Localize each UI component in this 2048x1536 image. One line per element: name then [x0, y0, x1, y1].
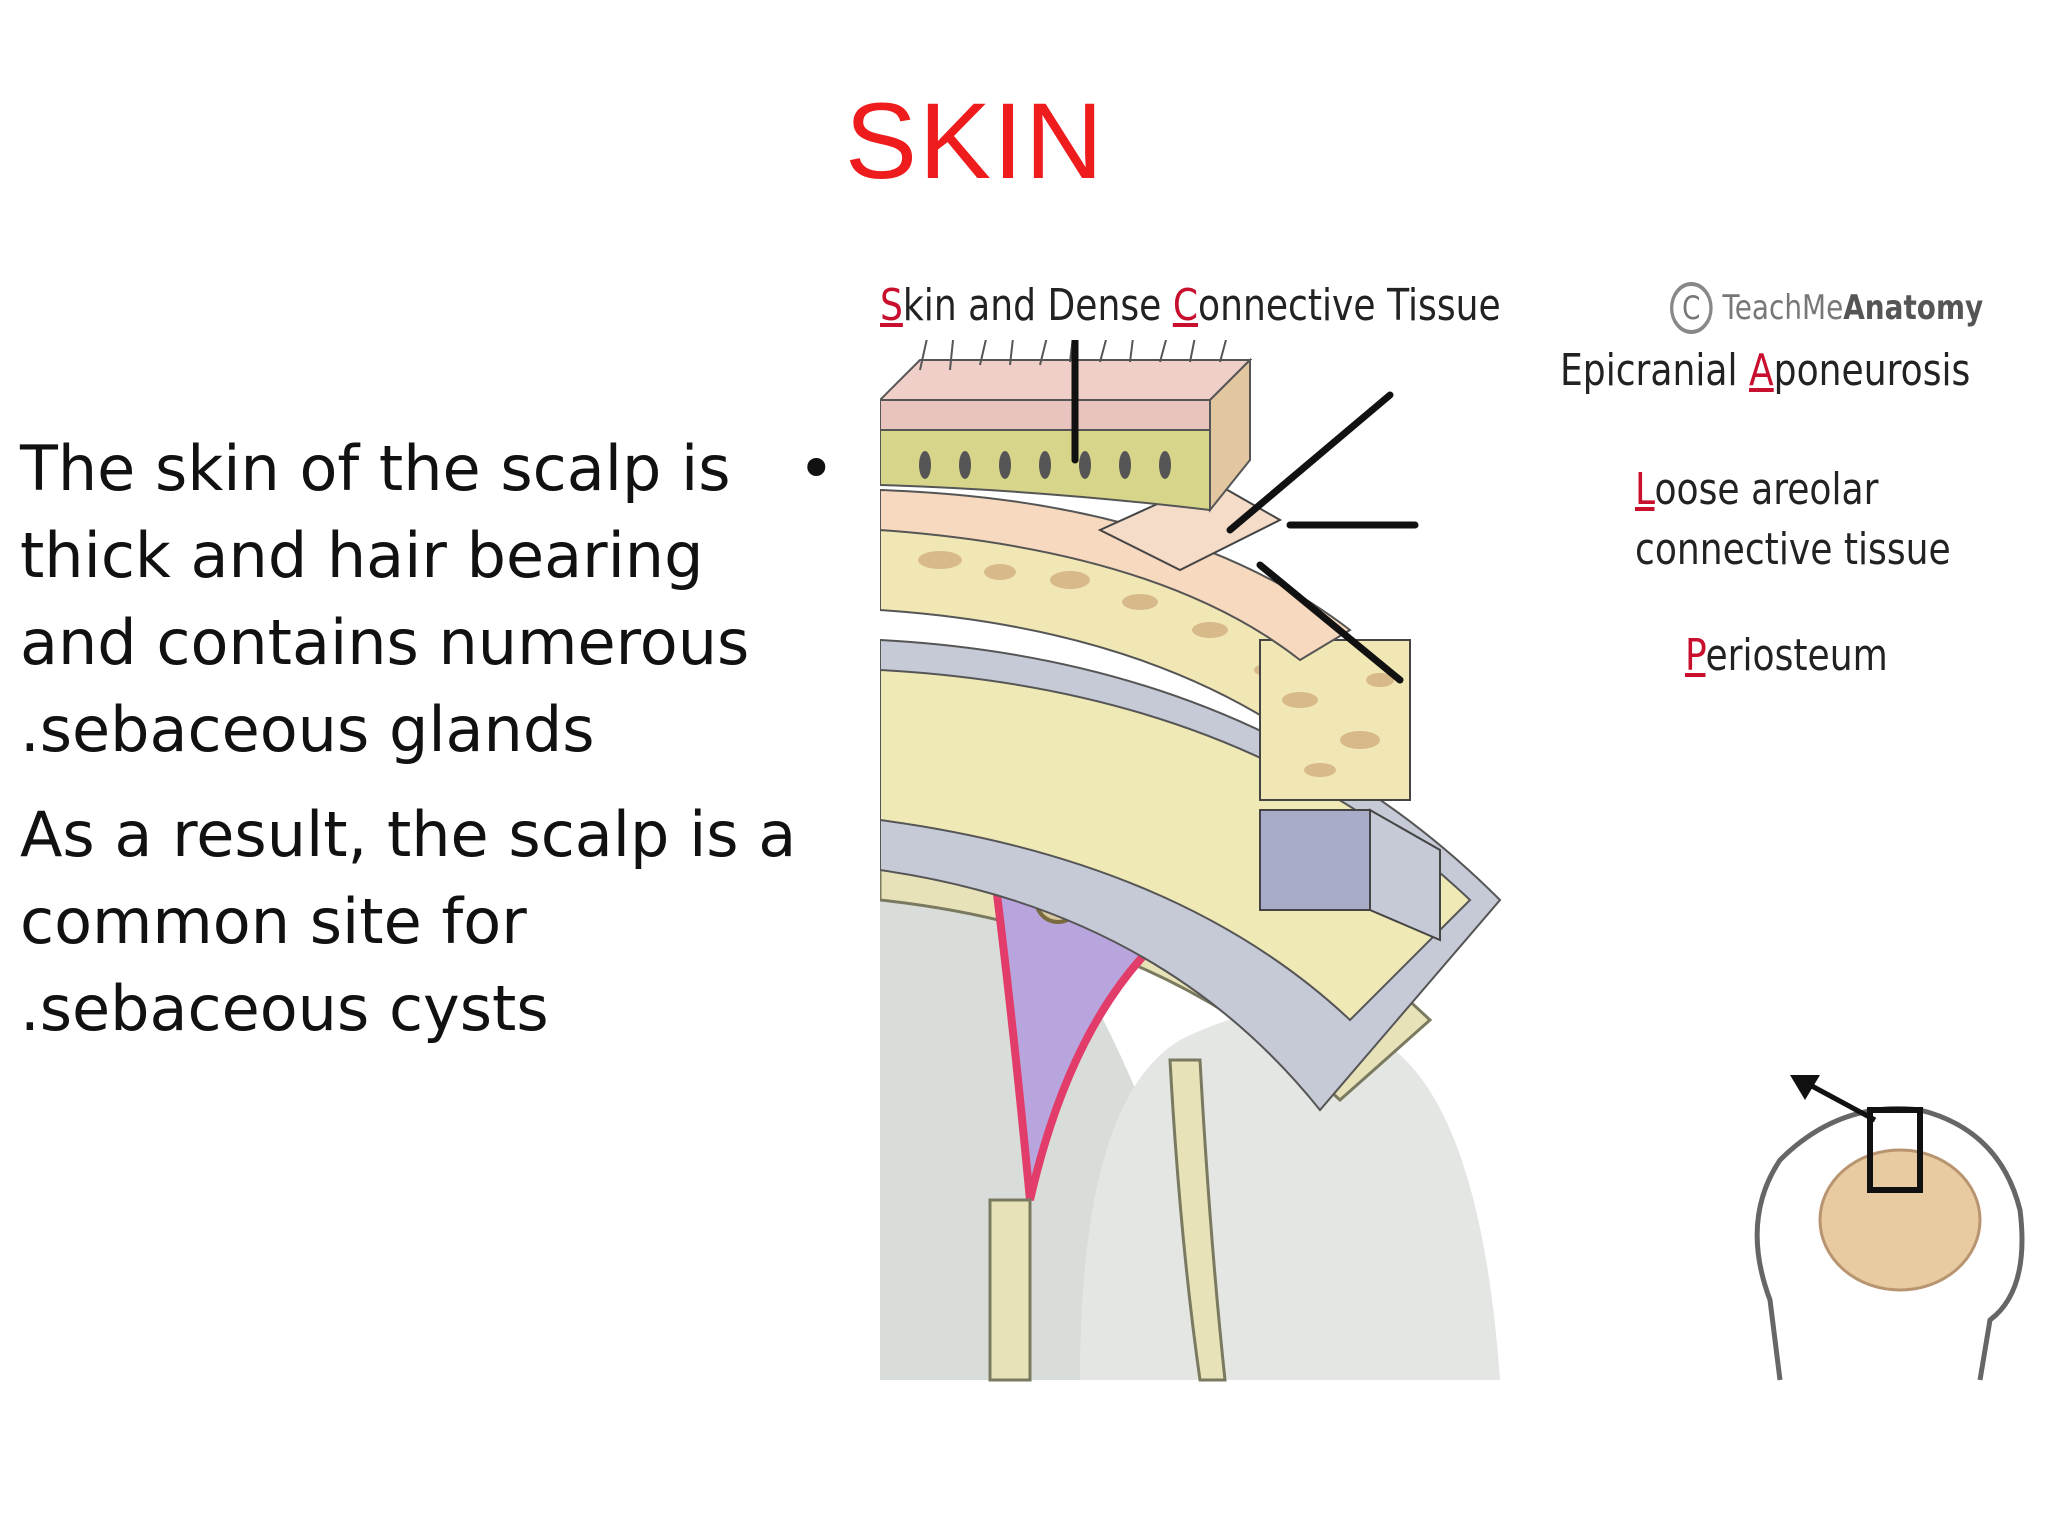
bullet-marker: •	[798, 432, 835, 505]
skin-surface	[877, 359, 1253, 401]
hair-follicles	[919, 451, 1171, 479]
text-line: .sebaceous glands	[20, 693, 595, 766]
label-loose-areolar: Loose areolar connective tissue	[1635, 464, 1951, 575]
text-line: As a result, the scalp is a	[20, 798, 797, 871]
text-line: The skin of the scalp is	[20, 432, 731, 505]
skin-layer-top	[879, 399, 1211, 431]
label-periosteum: Periosteum	[1685, 630, 1888, 681]
scalp-diagram	[877, 319, 2025, 1382]
text-line: and contains numerous	[20, 606, 750, 679]
sulcus-fold	[1168, 1058, 1227, 1382]
label-epicranial-aponeurosis: Epicranial Aponeurosis	[1560, 345, 1971, 396]
slide-title: SKIN	[844, 80, 1106, 201]
text-line: thick and hair bearing	[20, 519, 704, 592]
periosteum-step	[1259, 809, 1371, 911]
text-line: .sebaceous cysts	[20, 972, 549, 1045]
copyright-icon: C	[1670, 282, 1713, 334]
bone-outer-layer	[879, 668, 1472, 1022]
areolar-block	[1259, 639, 1411, 801]
bullet-paragraph-2: As a result, the scalp is a common site …	[20, 791, 840, 1052]
falx	[988, 1198, 1032, 1382]
head-orientation-icon	[1754, 1075, 2025, 1381]
aponeurosis-layer	[879, 488, 1352, 662]
label-skin-dense-connective: Skin and Dense Connective Tissue	[880, 280, 1501, 331]
text-line: common site for	[20, 885, 527, 958]
bullet-list: • The skin of the scalp is thick and hai…	[20, 425, 840, 1070]
bullet-paragraph-1: • The skin of the scalp is thick and hai…	[20, 425, 840, 773]
leader-lines	[1071, 336, 1419, 684]
